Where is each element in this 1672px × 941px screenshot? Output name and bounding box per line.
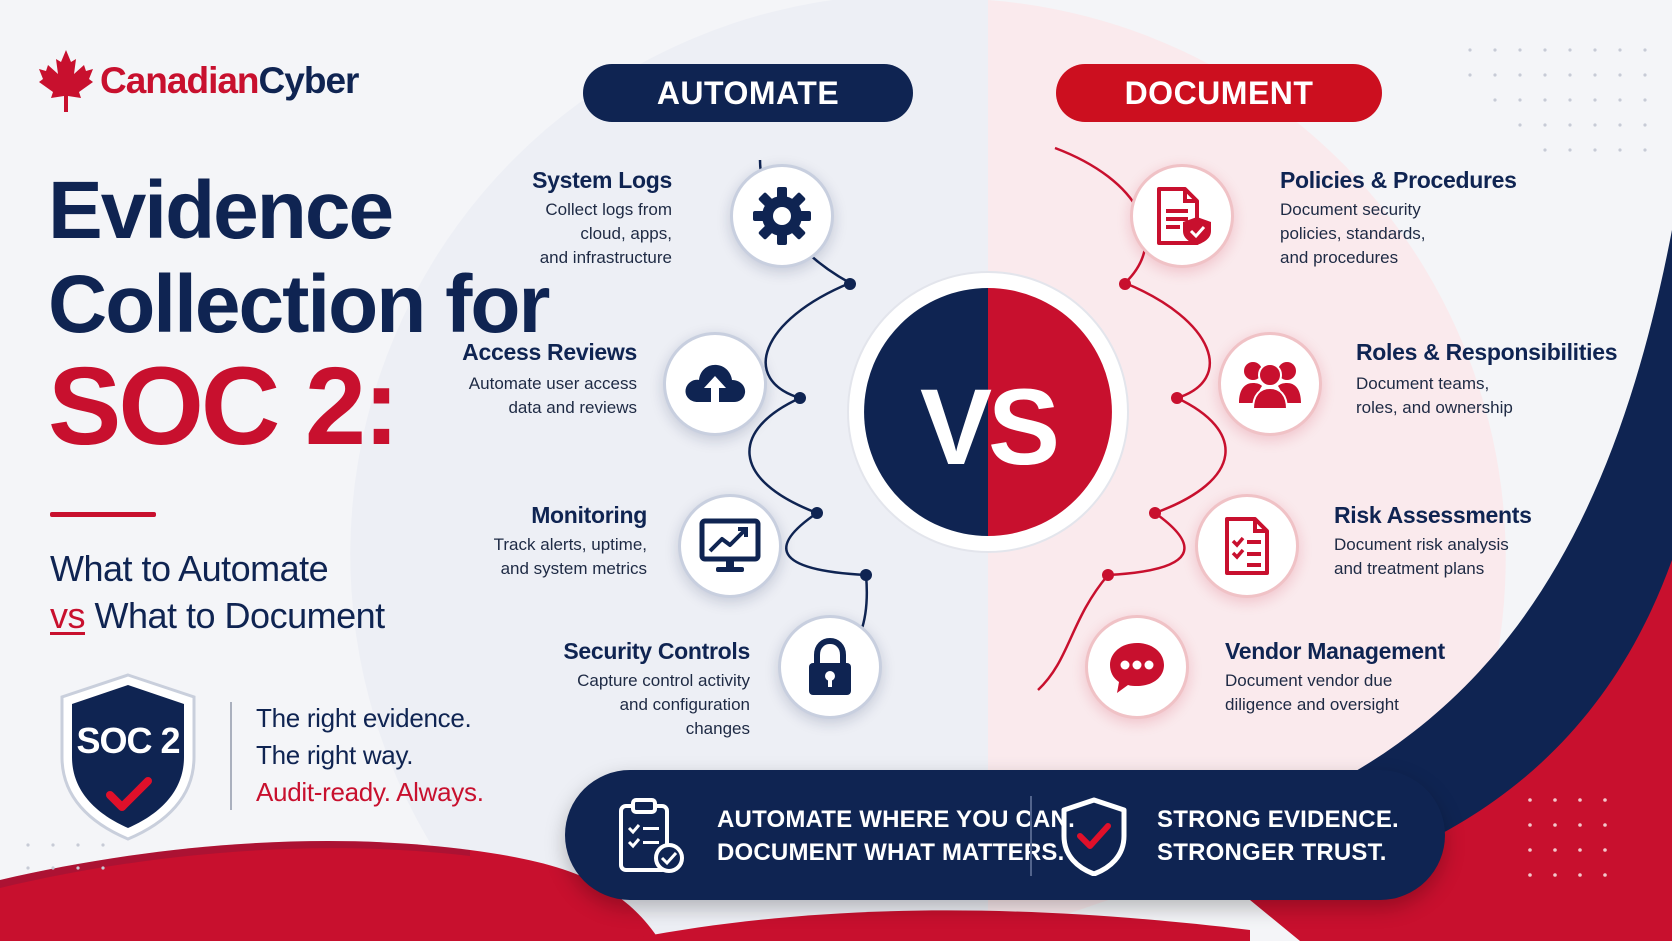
document-heading: DOCUMENT	[1056, 64, 1382, 122]
document-item-desc: Document vendor due diligence and oversi…	[1225, 671, 1399, 714]
tagline-line1: The right evidence.	[256, 703, 472, 733]
subtitle-line2: vs What to Document	[50, 595, 385, 637]
document-item-desc: Document security policies, standards, a…	[1280, 200, 1426, 267]
banner-left-line1: AUTOMATE WHERE YOU CAN.	[717, 806, 1075, 833]
title-divider	[50, 512, 156, 517]
banner-right-line2: STRONGER TRUST.	[1157, 839, 1387, 866]
monitor-chart-icon	[678, 494, 782, 598]
automate-item-desc: Automate user access data and reviews	[468, 374, 637, 417]
chat-bubble-icon	[1085, 615, 1189, 719]
cloud-upload-icon	[663, 332, 767, 436]
document-item-title: Policies & Procedures	[1280, 167, 1517, 193]
bottom-banner	[565, 770, 1445, 900]
subtitle-line1: What to Automate	[50, 548, 329, 589]
subtitle-vs: vs	[50, 595, 86, 636]
gear-icon	[730, 164, 834, 268]
document-item-desc: Document risk analysis and treatment pla…	[1334, 535, 1509, 578]
tagline-divider	[230, 702, 232, 810]
lock-icon	[778, 615, 882, 719]
automate-item-desc: Track alerts, uptime, and system metrics	[493, 535, 647, 578]
subtitle-line2-rest: What to Document	[85, 595, 386, 636]
automate-item-desc: Capture control activity and configurati…	[577, 671, 750, 738]
badge-label: SOC 2	[76, 720, 180, 761]
automate-item-title: Monitoring	[531, 502, 647, 528]
brand-logo: CanadianCyber	[38, 48, 359, 114]
page-title-line3: SOC 2:	[48, 345, 400, 468]
shield-check-icon	[1061, 797, 1127, 876]
page-title-line2: Collection for	[48, 259, 550, 350]
banner-divider	[1030, 796, 1032, 876]
automate-item-title: Access Reviews	[462, 339, 637, 365]
automate-item-title: Security Controls	[563, 638, 750, 664]
tagline-line2: The right way.	[256, 740, 414, 770]
brand-name: CanadianCyber	[100, 60, 359, 101]
policy-document-icon	[1130, 164, 1234, 268]
page-title-line1: Evidence	[48, 165, 394, 256]
banner-left-line2: DOCUMENT WHAT MATTERS.	[717, 839, 1065, 866]
document-item-title: Risk Assessments	[1334, 502, 1532, 528]
people-icon	[1218, 332, 1322, 436]
document-item-desc: Document teams, roles, and ownership	[1356, 374, 1513, 417]
checklist-icon	[1195, 494, 1299, 598]
vs-label: VS	[919, 366, 1060, 487]
banner-right-line1: STRONG EVIDENCE.	[1157, 806, 1399, 833]
tagline-line3: Audit-ready. Always.	[256, 777, 484, 807]
automate-heading: AUTOMATE	[583, 64, 913, 122]
automate-item-title: System Logs	[532, 167, 672, 193]
document-item-title: Roles & Responsibilities	[1356, 339, 1618, 365]
clipboard-check-icon	[619, 798, 684, 873]
maple-leaf-icon	[39, 50, 93, 112]
automate-item-desc: Collect logs from cloud, apps, and infra…	[539, 200, 672, 267]
document-item-title: Vendor Management	[1225, 638, 1445, 664]
soc2-shield-badge	[60, 673, 196, 841]
